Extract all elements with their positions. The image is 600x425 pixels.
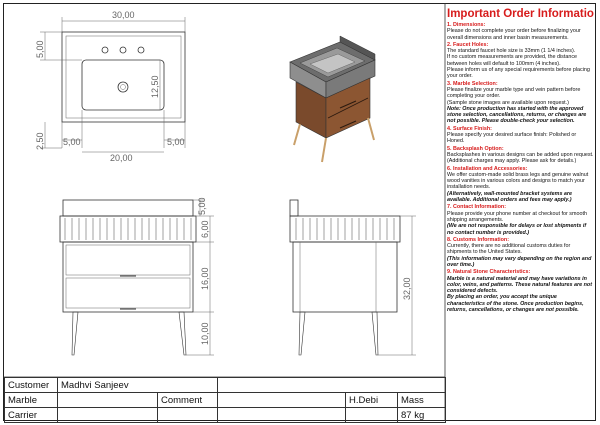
info-section-text: (Additional charges may apply. Please as…	[447, 158, 577, 165]
dim-front-h3: 10,00	[200, 322, 210, 345]
info-section-heading: 6. Installation and Accessories:	[447, 165, 528, 172]
drawn-by: H.Debi	[345, 392, 399, 408]
info-section-text: (Alternatively, wall-mounted bracket sys…	[447, 190, 573, 204]
info-section-text: We offer custom-made solid brass legs an…	[447, 171, 589, 191]
mass-value: 87 kg	[397, 407, 447, 423]
info-section-heading: 1. Dimensions:	[447, 22, 486, 28]
customer-value: Madhvi Sanjeev	[56, 377, 219, 393]
info-section-heading: 7. Contact Information:	[447, 204, 506, 211]
carrier-extra3	[345, 407, 399, 423]
info-section-text: Marble is a natural material and may hav…	[447, 275, 592, 295]
dim-front-h2: 16,00	[200, 267, 210, 290]
dim-front-depth: 2,50	[35, 132, 45, 150]
info-section-heading: 2. Faucet Holes:	[447, 41, 489, 48]
carrier-value	[57, 407, 158, 423]
carrier-label: Carrier	[4, 407, 58, 423]
dim-top-depth: 5,00	[35, 40, 45, 58]
info-section-text: Please inform us of any special requirem…	[447, 67, 590, 80]
info-section-heading: 8. Customs Information:	[447, 236, 509, 243]
info-section-text: (We are not responsible for delays or lo…	[447, 223, 587, 236]
info-section-text: Please finalize your marble type and vei…	[447, 86, 581, 100]
dim-back-height: 5,00	[197, 197, 207, 215]
info-section-text: If no custom measurements are provided, …	[447, 54, 578, 67]
dim-front-h1: 6,00	[200, 220, 210, 238]
info-title: Important Order Information	[447, 8, 594, 20]
dim-side-left: 5,00	[63, 137, 81, 147]
carrier-extra2	[217, 407, 347, 423]
info-section-text: (Sample stone images are available upon …	[447, 99, 569, 106]
mass-label: Mass	[397, 392, 447, 408]
customer-label: Customer	[4, 377, 58, 393]
dim-basin-depth: 12,50	[150, 75, 160, 98]
info-section-heading: 9. Natural Stone Characteristics:	[447, 269, 531, 276]
info-section-text: Please specify your desired surface fini…	[447, 132, 577, 145]
comment-label: Comment	[156, 392, 219, 408]
isometric-view	[289, 35, 376, 163]
info-sections: 1. Dimensions:Please do not complete you…	[445, 22, 594, 313]
marble-label: Marble	[4, 392, 58, 408]
dim-side-height: 32,00	[402, 277, 412, 300]
top-view: 30,00 5,00 12,50 2,50	[35, 10, 186, 163]
title-block: Customer Madhvi Sanjeev Marble Comment H…	[4, 377, 447, 423]
marble-value	[57, 392, 158, 408]
info-section-text: Currently, there are no additional custo…	[447, 243, 571, 256]
info-section-text: Please provide your phone number at chec…	[447, 210, 587, 223]
comment-value	[217, 392, 347, 408]
info-section-text: (This information may vary depending on …	[447, 255, 592, 268]
info-section-text: By placing an order, you accept the uniq…	[447, 294, 584, 314]
info-section-text: Backsplashes in various designs can be a…	[447, 151, 594, 158]
info-section-heading: 4. Surface Finish:	[447, 125, 492, 132]
dim-basin-width: 20,00	[110, 153, 133, 163]
carrier-extra	[156, 407, 219, 423]
info-section-text: Please do not complete your order before…	[447, 28, 581, 41]
info-section-heading: 3. Marble Selection:	[447, 80, 498, 87]
dim-side-right: 5,00	[167, 137, 185, 147]
info-section-text: The standard faucet hole size is 33mm (1…	[447, 48, 576, 55]
front-view: 6,00 16,00 10,00 5,00	[59, 197, 214, 356]
dim-top-width: 30,00	[112, 10, 135, 20]
info-section-heading: 5. Backsplash Option:	[447, 145, 504, 152]
side-view: 32,00	[289, 199, 416, 356]
order-info-panel: Important Order Information 1. Dimension…	[445, 5, 594, 419]
info-section-text: Note: Once production has started with t…	[447, 105, 587, 125]
blank-cell	[217, 377, 447, 393]
